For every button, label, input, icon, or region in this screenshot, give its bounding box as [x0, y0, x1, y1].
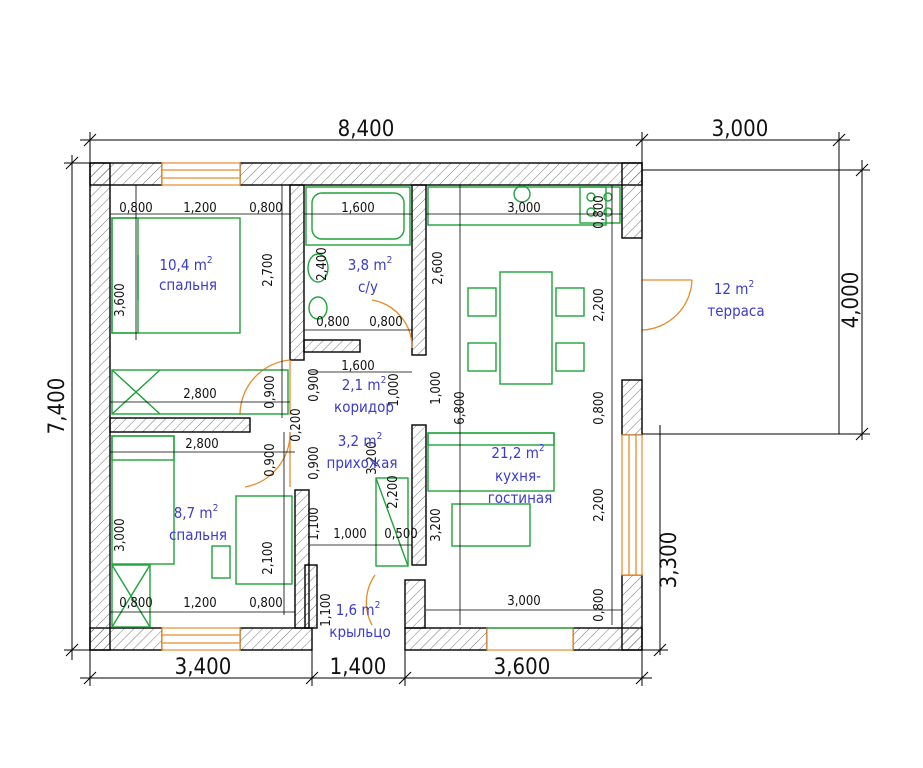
dim-kit-right4: 0,800 — [592, 588, 607, 621]
dim-b1-left: 3,600 — [113, 283, 128, 316]
svg-text:3,8 m2: 3,8 m2 — [348, 255, 393, 274]
dim-hall-1000: 1,000 — [333, 527, 366, 542]
dim-hall-v2: 0,900 — [307, 446, 322, 479]
dim-terrace-depth: 4,000 — [839, 272, 864, 329]
dim-corr-small: 0,200 — [289, 408, 304, 441]
room-bathroom: 3,8 m2 с/у — [348, 255, 393, 296]
room-bedroom-2-name: спальня — [169, 526, 227, 544]
dim-kit-right3: 2,200 — [592, 488, 607, 521]
dim-hall-100a: 1,100 — [307, 507, 322, 540]
dim-top-terrace: 3,000 — [712, 117, 769, 142]
room-hall-sup: 2 — [377, 431, 383, 442]
room-corridor-area: 2,1 m — [342, 376, 381, 394]
dim-kit-right2: 0,800 — [592, 391, 607, 424]
room-terrace: 12 m2 терраса — [707, 279, 764, 320]
svg-text:2,1 m2: 2,1 m2 — [342, 375, 387, 394]
dim-kit-left-top: 2,600 — [431, 251, 446, 284]
svg-text:21,2 m2: 21,2 m2 — [491, 443, 544, 462]
dim-b2-top: 2,800 — [185, 437, 218, 452]
dim-top-house: 8,400 — [338, 117, 395, 142]
room-corridor-name: коридор — [334, 398, 394, 416]
room-corridor-sup: 2 — [381, 375, 387, 386]
room-kitchen: 21,2 m2 кухня- гостиная — [488, 443, 553, 507]
dim-b1-top-left: 0,800 — [119, 201, 152, 216]
room-kitchen-area: 21,2 m — [491, 444, 538, 462]
room-terrace-area: 12 m — [714, 280, 749, 298]
interior-walls — [109, 184, 427, 629]
dim-b1-bottom: 2,800 — [183, 387, 216, 402]
dim-bath-bot-right: 0,800 — [369, 315, 402, 330]
dim-b2-right: 2,100 — [261, 541, 276, 574]
dim-kit-top-right: 0,800 — [592, 195, 607, 228]
room-bedroom-1-sup: 2 — [207, 255, 213, 266]
dim-hall-v1: 0,900 — [263, 443, 278, 476]
dim-corr-v1: 0,900 — [263, 375, 278, 408]
dim-corr-v4: 1,000 — [429, 371, 444, 404]
dim-b2-left: 3,000 — [113, 518, 128, 551]
dim-bath-top: 1,600 — [341, 201, 374, 216]
dim-bottom-right: 3,600 — [494, 655, 551, 680]
room-terrace-sup: 2 — [748, 279, 754, 290]
dim-kit-top: 3,000 — [507, 201, 540, 216]
room-kitchen-name-1: кухня- — [495, 467, 541, 485]
room-porch-sup: 2 — [375, 600, 381, 611]
room-corridor: 2,1 m2 коридор — [334, 375, 394, 416]
dim-b1-top-right: 0,800 — [249, 201, 282, 216]
dim-kit-left-low: 3,200 — [429, 508, 444, 541]
dim-corr-top: 1,600 — [341, 359, 374, 374]
dim-hall-500: 0,500 — [384, 527, 417, 542]
svg-text:3,2 m2: 3,2 m2 — [338, 431, 383, 450]
dim-bath-left: 2,400 — [315, 247, 330, 280]
dim-b1-top-mid: 1,200 — [183, 201, 216, 216]
room-porch: 1,6 m2 крыльцо — [329, 600, 390, 641]
room-bedroom-1-name: спальня — [159, 276, 217, 294]
room-bathroom-name: с/у — [358, 278, 378, 296]
room-bedroom-2-area: 8,7 m — [174, 504, 213, 522]
dim-kit-bottom: 3,000 — [507, 594, 540, 609]
dim-corr-v2: 0,900 — [307, 368, 322, 401]
dim-bath-bot-left: 0,800 — [316, 315, 349, 330]
svg-text:8,7 m2: 8,7 m2 — [174, 503, 219, 522]
room-bedroom-2: 8,7 m2 спальня — [169, 503, 227, 544]
interior-dimensions: 0,800 1,200 0,800 3,600 2,700 2,800 1,60… — [113, 195, 607, 626]
room-labels: 10,4 m2 спальня 3,8 m2 с/у 12 m2 терраса… — [159, 255, 765, 641]
dim-bottom-mid: 1,400 — [330, 655, 387, 680]
room-porch-area: 1,6 m — [336, 601, 375, 619]
dim-hall-100b: 1,100 — [319, 593, 334, 626]
doors — [239, 279, 693, 626]
room-bathroom-area: 3,8 m — [348, 256, 387, 274]
dim-hall-v3: 3,200 — [365, 441, 380, 474]
dim-corr-v3: 1,000 — [387, 373, 402, 406]
room-hall-area: 3,2 m — [338, 432, 377, 450]
dim-left-height: 7,400 — [45, 378, 70, 435]
furniture — [111, 185, 621, 628]
dim-hall-v4: 2,200 — [386, 475, 401, 508]
room-hall-name: прихожая — [327, 454, 398, 472]
room-kitchen-name-2: гостиная — [488, 489, 553, 507]
dim-kit-right1: 2,200 — [592, 288, 607, 321]
room-kitchen-sup: 2 — [539, 443, 545, 454]
room-bedroom-1: 10,4 m2 спальня — [159, 255, 217, 294]
terrace — [641, 169, 840, 435]
windows — [161, 162, 643, 651]
dim-b2-bot-right: 0,800 — [249, 596, 282, 611]
dimension-lines — [64, 132, 870, 686]
room-bedroom-2-sup: 2 — [213, 503, 219, 514]
svg-text:12 m2: 12 m2 — [714, 279, 754, 298]
dim-b2-bot-left: 0,800 — [119, 596, 152, 611]
dim-b2-bot-mid: 1,200 — [183, 596, 216, 611]
dim-bottom-left: 3,400 — [175, 655, 232, 680]
dim-b1-right: 2,700 — [261, 253, 276, 286]
dim-right-lower: 3,300 — [657, 532, 682, 589]
room-hall: 3,2 m2 прихожая — [327, 431, 398, 472]
room-bedroom-1-area: 10,4 m — [159, 256, 206, 274]
room-bathroom-sup: 2 — [387, 255, 393, 266]
room-terrace-name: терраса — [707, 302, 764, 320]
room-porch-name: крыльцо — [329, 623, 390, 641]
svg-text:10,4 m2: 10,4 m2 — [159, 255, 212, 274]
overall-dimensions: 8,400 3,000 7,400 4,000 3,300 3,400 1,40… — [45, 117, 864, 680]
svg-text:1,6 m2: 1,6 m2 — [336, 600, 381, 619]
dim-kit-mid: 6,800 — [453, 391, 468, 424]
